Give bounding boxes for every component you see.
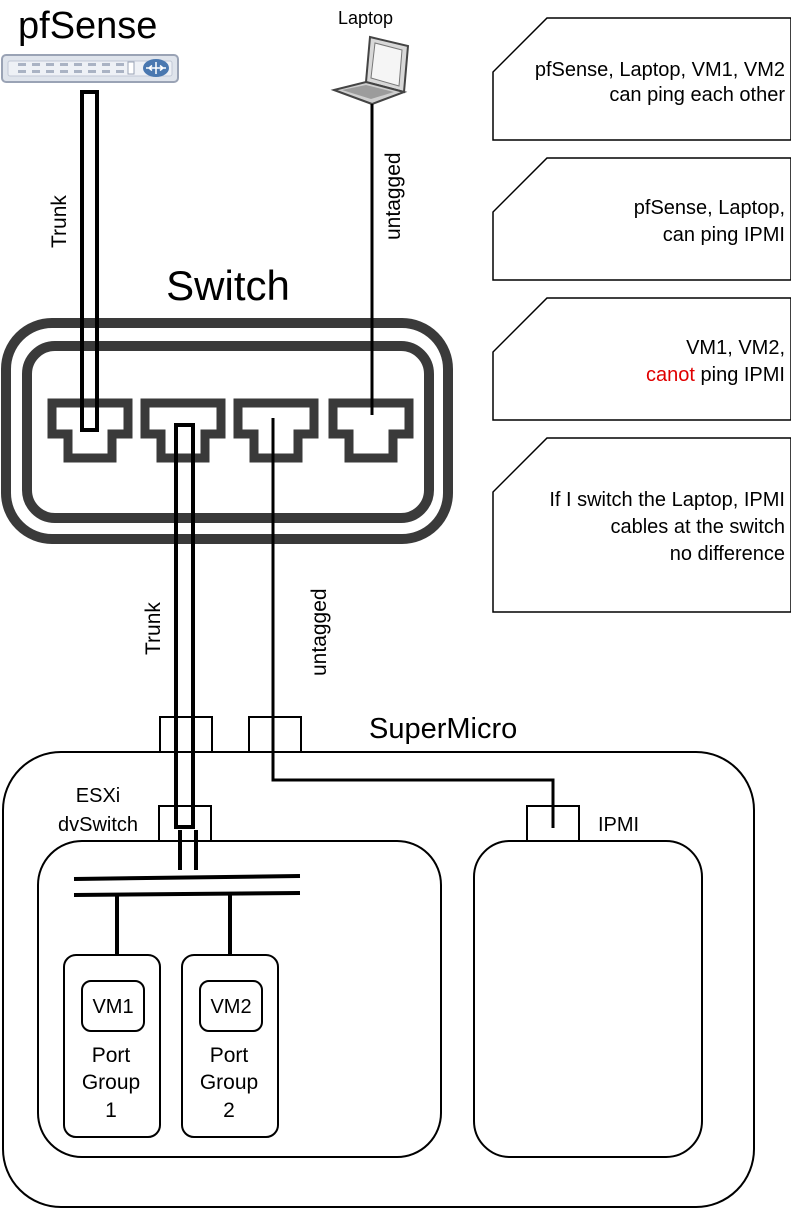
- switch-label: Switch: [166, 262, 290, 309]
- trunk-cable-pfsense: [80, 90, 99, 432]
- supermicro-chassis: [2, 751, 755, 1208]
- note-3-line1: VM1, VM2,: [686, 337, 785, 359]
- ethernet-port-icon: [233, 398, 319, 463]
- trunk-label-pfsense: Trunk: [48, 195, 71, 248]
- esxi-label-line2: dvSwitch: [58, 814, 138, 836]
- port-group-2: VM2 Port Group 2: [181, 954, 279, 1138]
- dvswitch-bus: [73, 874, 301, 897]
- router-icon: [1, 54, 179, 83]
- note-2-line1: pfSense, Laptop,: [634, 197, 785, 219]
- port-group-1: VM1 Port Group 1: [63, 954, 161, 1138]
- note-4-line3: no difference: [670, 543, 785, 565]
- note-1: pfSense, Laptop, VM1, VM2 can ping each …: [492, 17, 791, 141]
- ethernet-port-icon: [47, 398, 133, 463]
- note-2: pfSense, Laptop, can ping IPMI: [492, 157, 791, 281]
- note-4: If I switch the Laptop, IPMI cables at t…: [492, 437, 791, 613]
- note-1-line1: pfSense, Laptop, VM1, VM2: [535, 59, 785, 81]
- note-3: VM1, VM2, canot ping IPMI: [492, 297, 791, 421]
- supermicro-label: SuperMicro: [369, 713, 517, 745]
- ethernet-port-icon: [328, 398, 414, 463]
- laptop-label: Laptop: [338, 8, 393, 28]
- switch-outer-frame: [1, 318, 453, 544]
- trunk-label-esxi: Trunk: [142, 602, 165, 655]
- note-3-rest: ping IPMI: [695, 364, 785, 386]
- trunk-cable-esxi: [174, 423, 195, 829]
- vm1-label: VM1: [92, 996, 133, 1018]
- note-3-line2: canot ping IPMI: [646, 364, 785, 386]
- laptop-icon: [330, 35, 410, 106]
- ipmi-box: [473, 840, 703, 1158]
- note-3-highlight: canot: [646, 364, 695, 386]
- dvswitch-uplink-port: [158, 805, 212, 842]
- esxi-label-line1: ESXi: [76, 785, 120, 807]
- untagged-label-ipmi: untagged: [308, 588, 331, 676]
- supermicro-ipmi-port: [248, 716, 302, 753]
- vm2-label: VM2: [210, 996, 251, 1018]
- port-group-2-line2: Group: [200, 1071, 258, 1094]
- ethernet-port-icon: [140, 398, 226, 463]
- switch-inner-frame: [22, 341, 434, 523]
- note-2-line2: can ping IPMI: [663, 224, 785, 246]
- note-4-line2: cables at the switch: [610, 516, 785, 538]
- untagged-label-laptop: untagged: [382, 152, 405, 240]
- port-group-2-line1: Port: [210, 1044, 249, 1067]
- esxi-dvswitch-box: [37, 840, 442, 1158]
- pfsense-label: pfSense: [18, 5, 157, 47]
- note-4-line1: If I switch the Laptop, IPMI: [549, 489, 785, 511]
- port-group-1-line2: Group: [82, 1071, 140, 1094]
- port-group-2-line3: 2: [223, 1099, 235, 1122]
- note-1-line2: can ping each other: [609, 84, 785, 106]
- port-group-1-line1: Port: [92, 1044, 131, 1067]
- supermicro-nic-port: [159, 716, 213, 753]
- ipmi-label: IPMI: [598, 814, 639, 836]
- port-group-1-line3: 1: [105, 1099, 117, 1122]
